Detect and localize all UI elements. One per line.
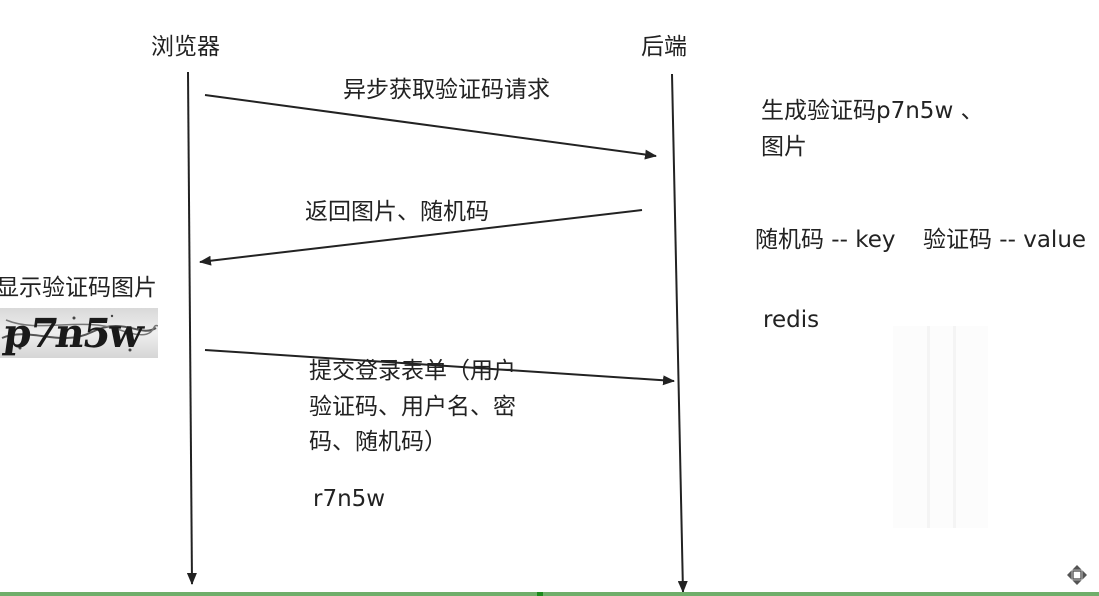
captcha-text: p7n5w bbox=[0, 310, 145, 357]
submit-form-label-line3: 码、随机码） bbox=[309, 429, 447, 455]
captcha-image: p7n5w bbox=[0, 308, 158, 358]
backend-label: 后端 bbox=[641, 34, 687, 60]
browser-label: 浏览器 bbox=[151, 34, 220, 60]
return-image-arrow bbox=[199, 209, 643, 266]
user-input-code: r7n5w bbox=[313, 486, 386, 512]
async-request-arrow bbox=[204, 94, 657, 160]
submit-form-arrow bbox=[204, 349, 675, 386]
bottom-edge-marker bbox=[537, 592, 543, 596]
backend-lifeline bbox=[671, 73, 688, 593]
show-image-note: 显示验证码图片 bbox=[0, 275, 157, 301]
key-note: 随机码 -- key bbox=[755, 227, 896, 253]
async-request-label: 异步获取验证码请求 bbox=[343, 77, 550, 103]
bottom-edge-bar bbox=[0, 592, 1099, 596]
generate-note-line1: 生成验证码p7n5w 、 bbox=[761, 98, 984, 124]
browser-lifeline bbox=[186, 71, 197, 585]
submit-form-label-line1: 提交登录表单（用户 bbox=[309, 358, 516, 384]
value-note: 验证码 -- value bbox=[923, 227, 1087, 253]
faint-background-block bbox=[893, 326, 988, 528]
return-image-label: 返回图片、随机码 bbox=[305, 199, 489, 225]
move-icon[interactable] bbox=[1066, 564, 1088, 586]
faint-column bbox=[927, 326, 930, 528]
redis-note: redis bbox=[763, 307, 820, 333]
faint-column bbox=[953, 326, 956, 528]
submit-form-label-line2: 验证码、用户名、密 bbox=[309, 394, 516, 420]
generate-note-line2: 图片 bbox=[761, 134, 807, 160]
captcha-noise bbox=[1, 314, 158, 352]
